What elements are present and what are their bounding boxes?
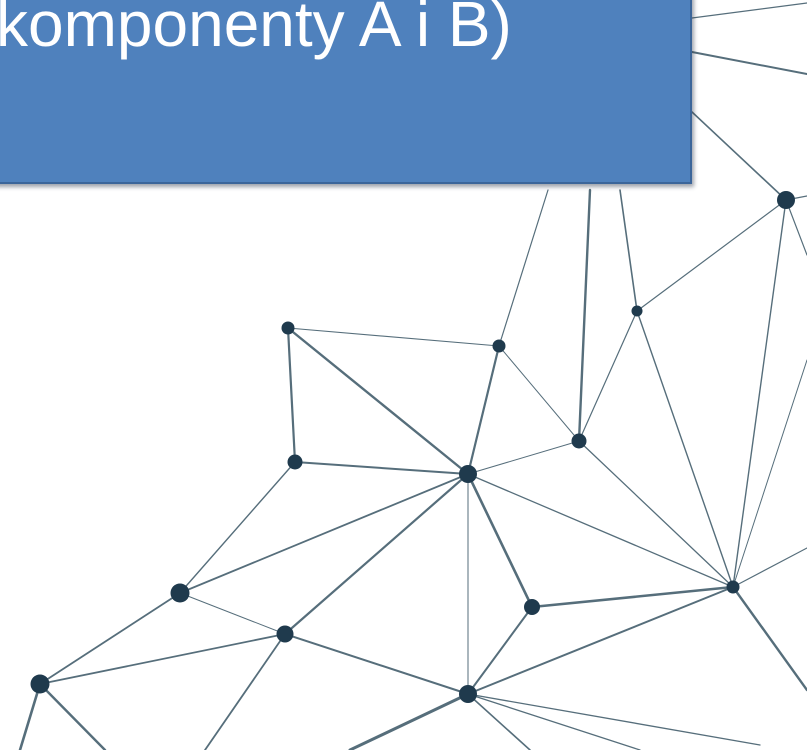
network-edge xyxy=(467,693,641,750)
network-edge xyxy=(498,345,580,442)
network-node xyxy=(726,580,740,594)
network-edge xyxy=(39,633,286,685)
network-node xyxy=(287,454,303,470)
network-edge xyxy=(691,51,807,75)
network-node xyxy=(777,191,795,209)
network-edge xyxy=(732,199,787,588)
network-node xyxy=(631,305,643,317)
network-edge xyxy=(732,547,807,588)
network-edge xyxy=(530,585,735,609)
network-edge xyxy=(286,326,470,476)
network-edge xyxy=(466,344,501,476)
network-node xyxy=(276,625,294,643)
network-edge xyxy=(636,199,787,312)
network-edge xyxy=(619,189,638,312)
network-node xyxy=(30,674,50,694)
network-edge xyxy=(286,326,297,464)
network-nodes xyxy=(30,191,795,703)
network-edge xyxy=(731,585,807,692)
network-edge xyxy=(467,693,761,746)
network-node xyxy=(459,465,477,483)
title-box: komponenty A i B) xyxy=(0,0,692,184)
network-node xyxy=(571,433,587,449)
network-edge xyxy=(467,606,533,695)
network-node xyxy=(524,599,540,615)
network-edge xyxy=(691,2,807,19)
network-node xyxy=(281,321,295,335)
network-edge xyxy=(204,633,286,750)
network-edge xyxy=(466,472,534,609)
network-edge xyxy=(467,440,580,475)
network-edge xyxy=(578,310,638,442)
network-edge xyxy=(294,461,469,475)
network-edge xyxy=(691,111,787,201)
network-edge xyxy=(578,440,734,588)
network-edge xyxy=(785,199,807,256)
network-edge xyxy=(467,586,734,695)
network-node xyxy=(170,583,190,603)
slide-title: komponenty A i B) xyxy=(0,0,512,60)
network-edge xyxy=(179,473,469,594)
network-edge xyxy=(348,692,470,750)
network-edge xyxy=(18,682,42,750)
network-edge xyxy=(498,189,549,347)
network-edge xyxy=(287,327,500,347)
network-edge xyxy=(636,310,734,588)
network-edge xyxy=(284,633,469,695)
network-edge xyxy=(179,461,296,594)
network-edge xyxy=(38,682,107,750)
network-edge xyxy=(577,188,592,443)
network-edge xyxy=(283,472,470,636)
network-node xyxy=(492,339,506,353)
network-edge xyxy=(179,592,286,635)
network-edge xyxy=(467,693,531,750)
network-edge xyxy=(39,592,181,685)
network-node xyxy=(459,685,477,703)
network-edge xyxy=(732,359,807,588)
network-edge xyxy=(467,473,734,588)
network-edges xyxy=(18,2,807,750)
